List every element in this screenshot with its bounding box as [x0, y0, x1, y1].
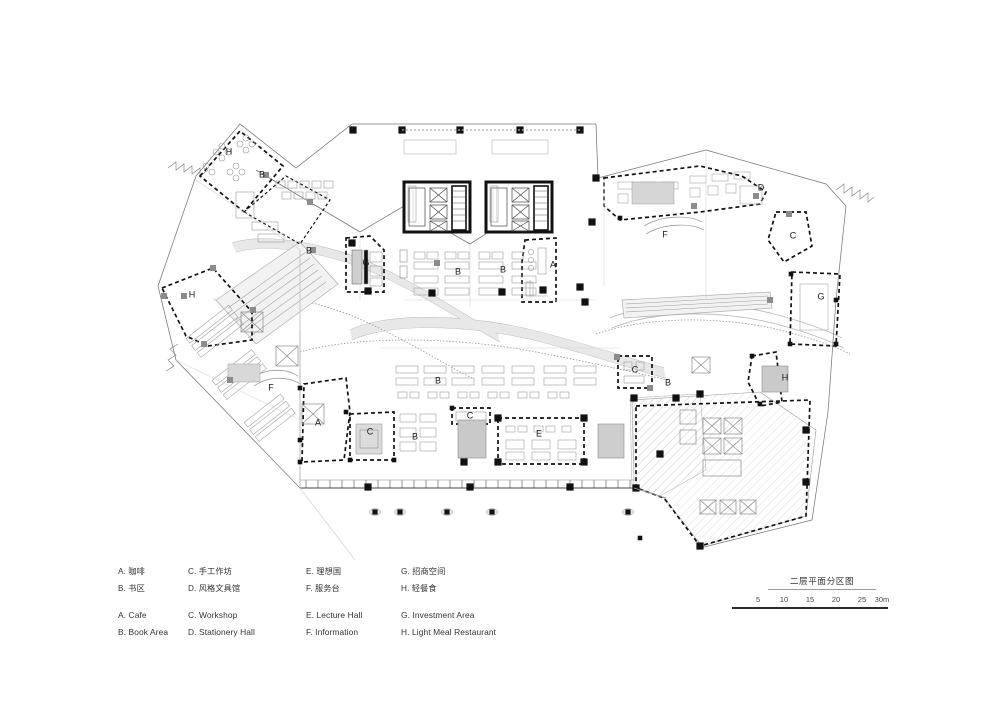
- room-label-H: H: [226, 146, 233, 156]
- legend: A. 咖啡 C. 手工作坊 E. 理想国 G. 招商空间 B. 书区 D. 风格…: [118, 563, 588, 637]
- zone-H-left: [160, 266, 253, 347]
- legend-item-e-en: E. Lecture Hall: [306, 610, 363, 620]
- elevator-core-right: [484, 180, 554, 234]
- room-label-A: A: [315, 417, 321, 427]
- room-label-E: E: [536, 428, 542, 438]
- scale-bar-track: [722, 607, 888, 610]
- scale-tick-30m: 30m: [874, 595, 890, 604]
- zone-G-center: [345, 235, 385, 293]
- room-label-C: C: [790, 230, 797, 240]
- furniture-book-area-center: [399, 249, 537, 296]
- legend-item-f-en: F. Information: [306, 627, 359, 637]
- legend-item-h-en: H. Light Meal Restaurant: [401, 627, 497, 637]
- furniture-information-desk: [251, 216, 705, 387]
- equipment-blocks: [227, 181, 789, 459]
- scale-tick-25: 25: [857, 595, 867, 604]
- furniture-investment-area: [351, 249, 829, 331]
- legend-item-f-cn: F. 服务台: [306, 584, 340, 593]
- scale-seg-1: [732, 607, 758, 610]
- legend-item-g-cn: G. 招商空间: [401, 567, 446, 576]
- room-label-B: B: [306, 245, 312, 255]
- room-label-B: B: [259, 169, 265, 179]
- room-label-B: B: [435, 375, 441, 385]
- stair-shafts: [240, 311, 757, 515]
- scale-tick-20: 20: [831, 595, 841, 604]
- room-label-C: C: [467, 410, 474, 420]
- legend-chinese: A. 咖啡 C. 手工作坊 E. 理想国 G. 招商空间 B. 书区 D. 风格…: [118, 563, 588, 597]
- atrium-void-fill: [232, 238, 666, 378]
- scale-seg-2: [758, 607, 784, 609]
- legend-item-d-en: D. Stationery Hall: [188, 627, 255, 637]
- zone-H-upper-left: [198, 129, 285, 214]
- room-label-C: C: [632, 364, 639, 374]
- escalator-band-right: [621, 291, 773, 319]
- furniture-book-area-lower: [395, 365, 597, 452]
- column-grid-top: [349, 126, 584, 155]
- legend-item-d-cn: D. 风格文具馆: [188, 584, 241, 593]
- scale-tick-15: 15: [805, 595, 815, 604]
- zone-A-lower: [301, 377, 351, 463]
- room-label-F: F: [662, 229, 668, 239]
- plan-title: 二层平面分区图: [768, 575, 876, 590]
- legend-item-c-en: C. Workshop: [188, 610, 238, 620]
- zone-B-top: [242, 175, 331, 245]
- title-block: 二层平面分区图 5 10 15 20 25 30m: [722, 575, 889, 615]
- room-label-B: B: [455, 266, 461, 276]
- scale-tick-10: 10: [779, 595, 789, 604]
- scale-bar: 5 10 15 20 25 30m: [722, 595, 889, 615]
- furniture-restaurant-upper: [202, 134, 256, 182]
- scale-seg-4: [810, 607, 836, 609]
- secondary-structure: [175, 152, 707, 488]
- legend-item-b-en: B. Book Area: [118, 627, 169, 637]
- legend-item-e-cn: E. 理想国: [306, 567, 342, 576]
- legend-item-a-en: A. Cafe: [118, 610, 147, 620]
- zone-A-upper: [521, 237, 557, 303]
- legend-item-a-cn: A. 咖啡: [118, 567, 145, 576]
- legend-item-b-cn: B. 书区: [118, 584, 145, 593]
- room-label-B: B: [412, 431, 418, 441]
- furniture-book-top-band: [235, 180, 334, 243]
- floor-plan-drawing: H B B G B B A D C F G H H C B B F A C B: [157, 123, 875, 560]
- room-label-D: D: [758, 182, 765, 192]
- room-label-G: G: [362, 257, 369, 267]
- escalator-band-left: [215, 241, 339, 345]
- scale-seg-5: [836, 607, 862, 610]
- legend-spacer: [118, 597, 588, 607]
- exterior-column-row: [299, 487, 667, 560]
- furniture-cafe-upper: [525, 247, 548, 297]
- zone-E-lecture: [497, 417, 585, 465]
- room-label-H: H: [782, 372, 789, 382]
- room-label-H: H: [189, 289, 196, 299]
- scale-tick-5: 5: [755, 595, 761, 604]
- furniture-lecture-hall: [505, 425, 577, 461]
- legend-english: A. Cafe C. Workshop E. Lecture Hall G. I…: [118, 607, 588, 641]
- room-letter-labels: H B B G B B A D C F G H H C B B F A C B: [189, 146, 825, 441]
- scale-seg-6: [862, 607, 888, 609]
- elevator-core-left: [402, 180, 472, 234]
- room-label-F: F: [268, 382, 274, 392]
- scale-seg-3: [784, 607, 810, 610]
- room-label-B: B: [500, 264, 506, 274]
- room-label-A: A: [550, 259, 556, 269]
- room-label-G: G: [817, 291, 824, 301]
- zone-H-midright: [747, 351, 783, 407]
- room-label-B: B: [665, 377, 671, 387]
- facade-sawtooth: [165, 161, 875, 372]
- service-core-zone: [629, 391, 817, 547]
- legend-item-c-cn: C. 手工作坊: [188, 567, 232, 576]
- legend-item-h-cn: H. 轻餐食: [401, 584, 437, 593]
- room-label-C: C: [367, 426, 374, 436]
- legend-item-g-en: G. Investment Area: [401, 610, 475, 620]
- zone-C-right: [767, 211, 813, 264]
